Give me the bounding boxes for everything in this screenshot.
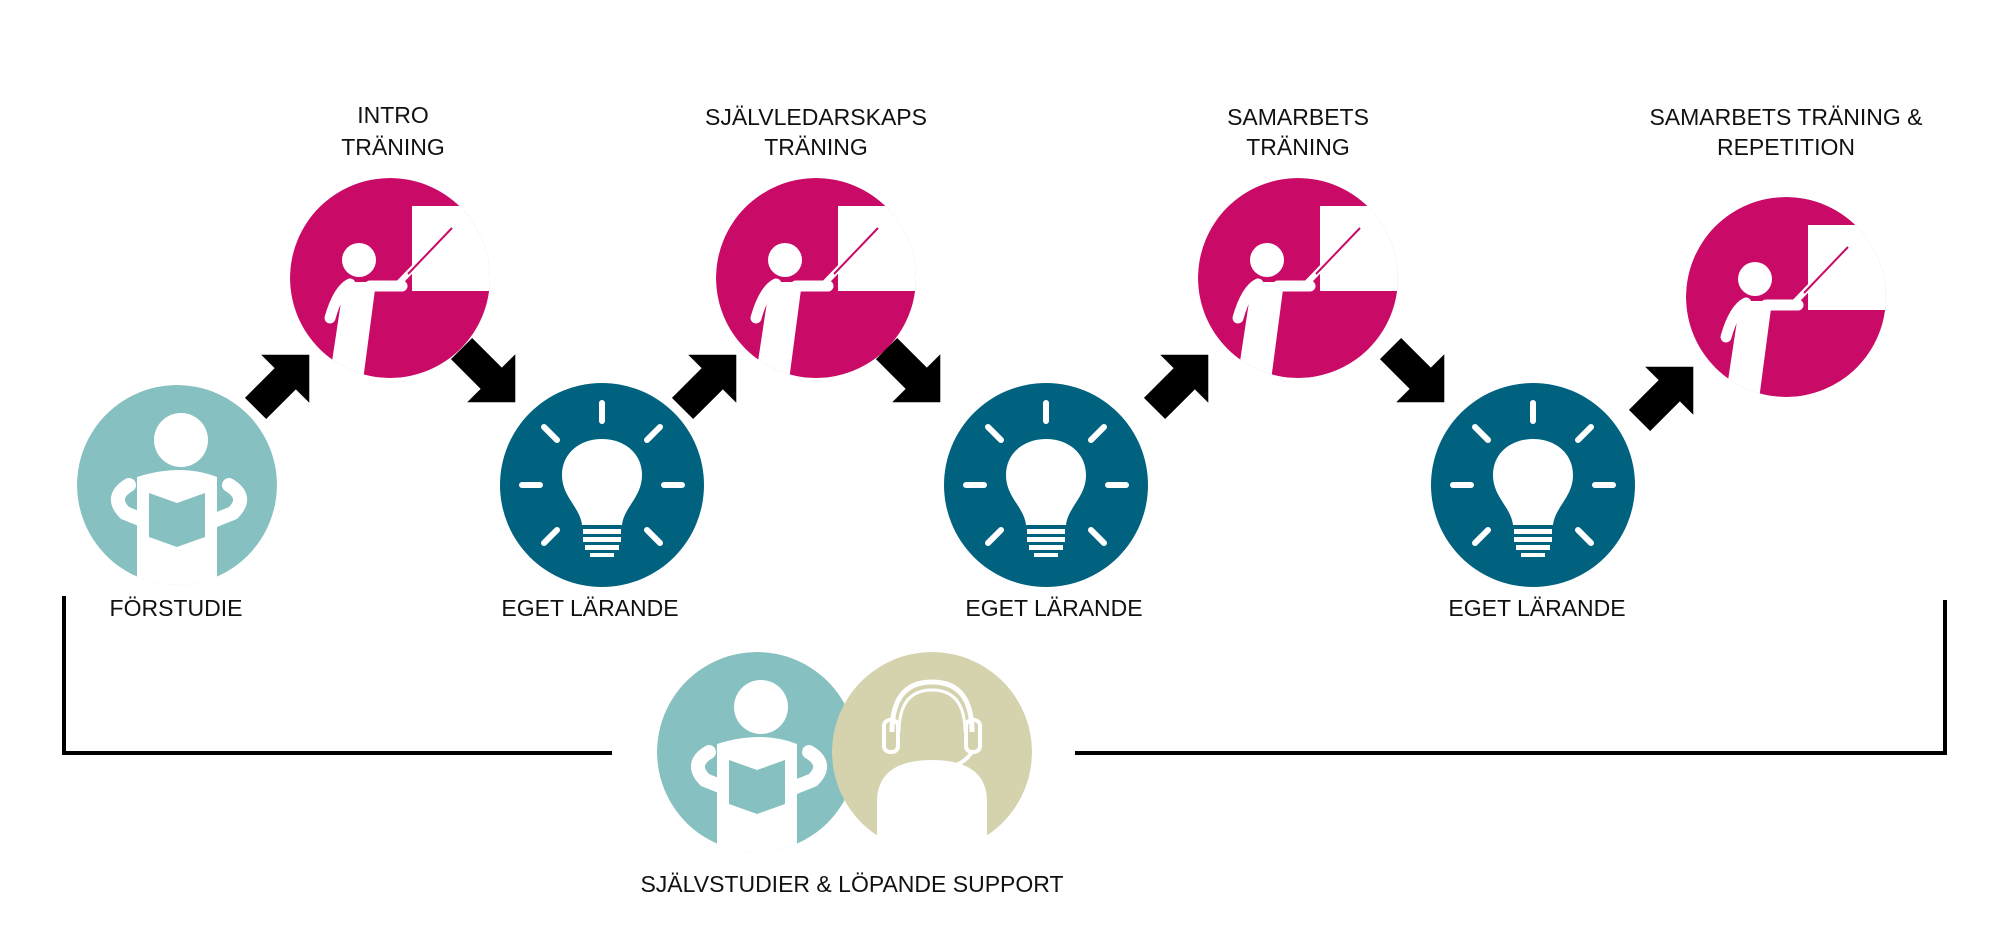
support-label: SJÄLVSTUDIER & LÖPANDE SUPPORT xyxy=(640,871,1063,897)
step-label-intro-line1: INTRO xyxy=(357,102,429,128)
step-label-forstudie: FÖRSTUDIE xyxy=(110,595,243,621)
lightbulb-icon xyxy=(1431,383,1635,587)
step-label-repetition-line1: SAMARBETS TRÄNING & xyxy=(1649,104,1922,130)
arrow-up-right-icon xyxy=(1615,342,1718,445)
reading-person-icon xyxy=(77,385,277,595)
step-label-repetition-line2: REPETITION xyxy=(1717,134,1855,160)
headset-person-icon xyxy=(832,652,1032,862)
step-label-intro-line2: TRÄNING xyxy=(341,134,445,160)
lightbulb-icon xyxy=(500,383,704,587)
teacher-pointer-icon xyxy=(1686,197,1908,407)
bracket-right xyxy=(1075,600,1947,755)
arrow-down-right-icon xyxy=(1366,324,1469,427)
step-label-eget-larande: EGET LÄRANDE xyxy=(501,595,678,621)
step-label-sjalvledarskaps-line1: SJÄLVLEDARSKAPS xyxy=(705,104,927,130)
step-label-samarbets-line2: TRÄNING xyxy=(1246,134,1350,160)
arrow-up-right-icon xyxy=(1130,330,1233,433)
lightbulb-icon xyxy=(944,383,1148,587)
step-label-sjalvledarskaps-line2: TRÄNING xyxy=(764,134,868,160)
bracket-left xyxy=(62,596,612,755)
reading-person-icon xyxy=(657,652,857,862)
step-label-eget-larande: EGET LÄRANDE xyxy=(1448,595,1625,621)
step-label-eget-larande: EGET LÄRANDE xyxy=(965,595,1142,621)
step-label-samarbets-line1: SAMARBETS xyxy=(1227,104,1369,130)
